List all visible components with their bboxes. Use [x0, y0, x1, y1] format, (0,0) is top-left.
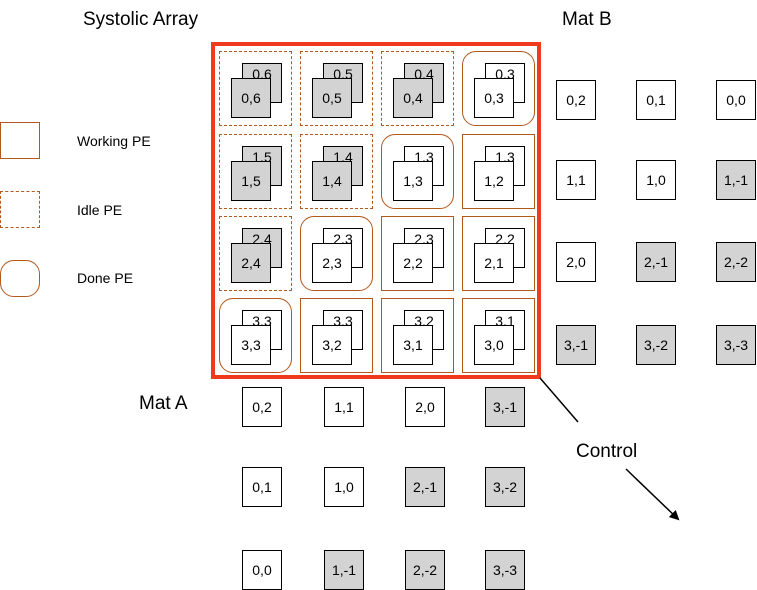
pe-working [300, 298, 373, 373]
control-arrow-top-segment [539, 377, 579, 423]
pe-front-tile: 2,1 [474, 243, 514, 283]
mat-b-cell: 0,0 [716, 80, 756, 120]
legend-idle-label: Idle PE [77, 202, 123, 218]
mat-b-cell: 1,-1 [716, 160, 756, 200]
mat-b-cell: 1,0 [636, 160, 676, 200]
mat-a-cell: 0,1 [242, 467, 282, 507]
pe-idle [381, 51, 454, 126]
pe-done [381, 134, 454, 209]
legend-done-swatch [0, 260, 40, 297]
mat-a-cell: 2,0 [405, 387, 445, 427]
pe-idle [219, 51, 292, 126]
pe-working [462, 134, 535, 209]
pe-working [381, 216, 454, 291]
mat-b-cell: 1,1 [556, 160, 596, 200]
pe-front-tile: 3,2 [312, 325, 352, 365]
mat-a-cell: 0,2 [242, 387, 282, 427]
pe-front-tile: 1,2 [474, 161, 514, 201]
mat-b-cell: 0,1 [636, 80, 676, 120]
legend-working-swatch [0, 122, 40, 159]
mat-a-cell: 2,-2 [405, 550, 445, 590]
mat-b-cell: 3,-2 [636, 325, 676, 365]
pe-idle [300, 134, 373, 209]
mat-a-cell: 1,0 [324, 467, 364, 507]
mat-a-cell: 3,-3 [485, 550, 525, 590]
pe-front-tile: 1,5 [231, 161, 271, 201]
mat-b-cell: 2,0 [556, 242, 596, 282]
pe-done [219, 298, 292, 373]
pe-front-tile: 0,6 [231, 78, 271, 118]
pe-front-tile: 0,5 [312, 78, 352, 118]
pe-done [462, 51, 535, 126]
pe-idle [300, 51, 373, 126]
pe-front-tile: 3,1 [393, 325, 433, 365]
mat-a-cell: 3,-2 [485, 467, 525, 507]
control-arrow-bottom-segment [625, 468, 680, 521]
pe-front-tile: 0,3 [474, 78, 514, 118]
mat-b-cell: 3,-3 [716, 325, 756, 365]
pe-working [381, 298, 454, 373]
mat-a-cell: 3,-1 [485, 387, 525, 427]
legend-idle-swatch [0, 191, 40, 228]
mat-a-cell: 1,1 [324, 387, 364, 427]
pe-front-tile: 1,3 [393, 161, 433, 201]
pe-front-tile: 0,4 [393, 78, 433, 118]
pe-front-tile: 3,0 [474, 325, 514, 365]
systolic-array-title: Systolic Array [83, 9, 199, 30]
pe-done [300, 216, 373, 291]
systolic-array-frame [211, 42, 541, 379]
mat-b-cell: 3,-1 [556, 325, 596, 365]
mat-b-cell: 2,-2 [716, 242, 756, 282]
pe-front-tile: 2,3 [312, 243, 352, 283]
mat-b-cell: 2,-1 [636, 242, 676, 282]
mat-b-title: Mat B [562, 9, 612, 30]
mat-a-cell: 1,-1 [324, 550, 364, 590]
mat-a-cell: 2,-1 [405, 467, 445, 507]
pe-idle [219, 216, 292, 291]
pe-front-tile: 3,3 [231, 325, 271, 365]
mat-a-title: Mat A [139, 393, 188, 414]
pe-working [462, 216, 535, 291]
control-label: Control [576, 441, 638, 462]
pe-front-tile: 1,4 [312, 161, 352, 201]
mat-b-cell: 0,2 [556, 80, 596, 120]
pe-working [462, 298, 535, 373]
legend-done-label: Done PE [77, 270, 134, 286]
pe-front-tile: 2,2 [393, 243, 433, 283]
legend-working-label: Working PE [77, 133, 151, 149]
pe-idle [219, 134, 292, 209]
pe-front-tile: 2,4 [231, 243, 271, 283]
